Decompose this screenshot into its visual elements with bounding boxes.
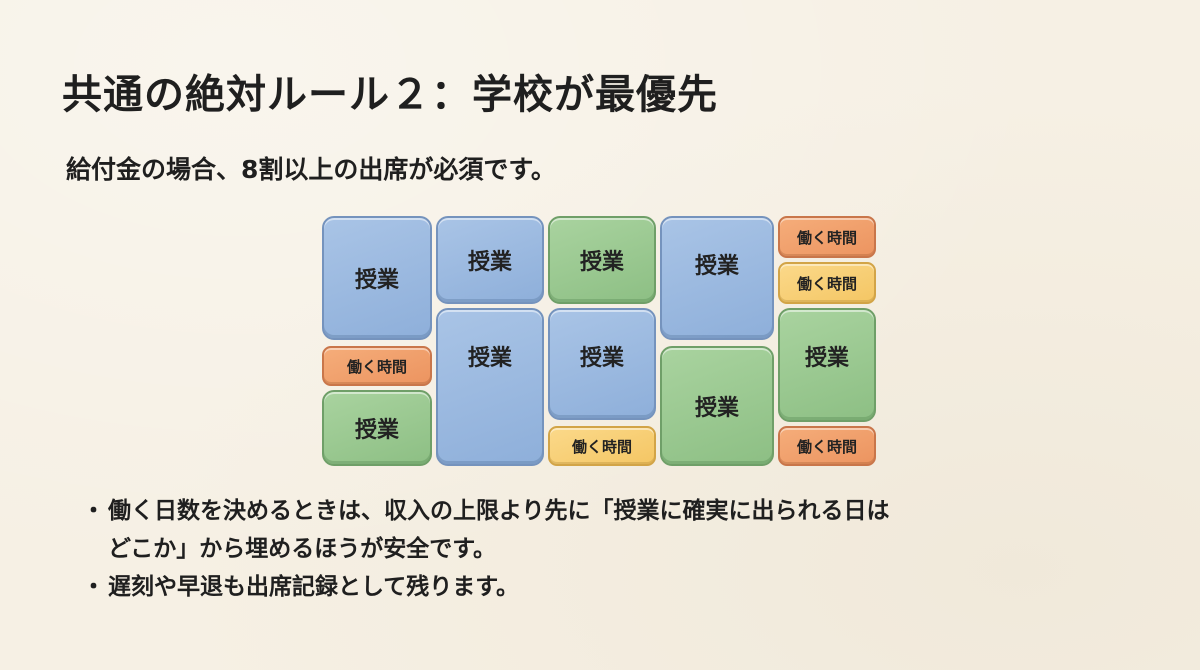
bullet-text-line: 遅刻や早退も出席記録として残ります。 xyxy=(108,574,520,600)
lesson-block: 授業 xyxy=(778,308,876,422)
work-block: 働く時間 xyxy=(778,262,876,304)
bullet-item: ・ 働く日数を決めるときは、収入の上限より先に「授業に確実に出られる日は どこか… xyxy=(78,492,1158,568)
bullet-list: ・ 働く日数を決めるときは、収入の上限より先に「授業に確実に出られる日は どこか… xyxy=(78,492,1158,606)
bullet-dot: ・ xyxy=(82,574,105,600)
work-block: 働く時間 xyxy=(778,426,876,466)
bullet-text-line: どこか」から埋めるほうが安全です。 xyxy=(108,536,497,562)
lesson-block: 授業 xyxy=(548,216,656,304)
lesson-block: 授業 xyxy=(322,216,432,340)
lesson-block: 授業 xyxy=(548,308,656,420)
work-block: 働く時間 xyxy=(322,346,432,386)
lesson-block: 授業 xyxy=(322,390,432,466)
bullet-text-line: 働く日数を決めるときは、収入の上限より先に「授業に確実に出られる日は xyxy=(108,498,890,524)
work-block: 働く時間 xyxy=(548,426,656,466)
bullet-item: ・ 遅刻や早退も出席記録として残ります。 xyxy=(78,568,1158,606)
lesson-block: 授業 xyxy=(436,308,544,466)
lesson-block: 授業 xyxy=(660,216,774,340)
bullet-dot: ・ xyxy=(82,498,105,524)
lesson-block: 授業 xyxy=(436,216,544,304)
lesson-block: 授業 xyxy=(660,346,774,466)
work-block: 働く時間 xyxy=(778,216,876,258)
page-title: 共通の絶対ルール２：学校が最優先 xyxy=(62,72,718,118)
subtitle: 給付金の場合、8割以上の出席が必須です。 xyxy=(66,155,556,184)
